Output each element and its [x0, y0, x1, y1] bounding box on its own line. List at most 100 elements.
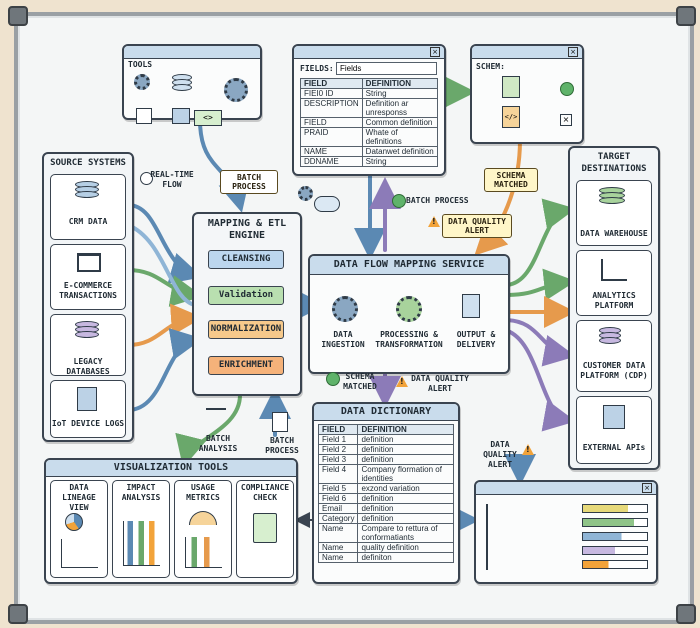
viz-tab-compliance-check[interactable]: COMPLIANCE CHECK — [236, 480, 294, 578]
board-corner — [676, 604, 696, 624]
target-data-warehouse[interactable]: DATA WAREHOUSE — [576, 180, 652, 246]
progress-bar — [582, 560, 648, 569]
data-quality-alert-label: DATA QUALITY ALERT — [411, 374, 469, 393]
fields-input[interactable]: Fields — [336, 62, 437, 75]
visualization-tools-panel: VISUALIZATION TOOLS DATA LINEAGE VIEW IM… — [44, 458, 298, 584]
fields-window-titlebar: × — [294, 46, 444, 59]
source-iot[interactable]: IoT DEVICE LOGS — [50, 380, 126, 438]
batch-process-label: BATCH PROCESS — [265, 436, 299, 455]
source-legacy[interactable]: LEGACY DATABASES — [50, 314, 126, 376]
server-icon[interactable] — [172, 108, 190, 124]
tools-window: TOOLS <> — [122, 44, 262, 126]
code-file-icon[interactable]: </> — [502, 106, 520, 128]
schema-window-titlebar: × — [472, 46, 582, 59]
database-icon — [75, 321, 99, 338]
target-cdp[interactable]: CUSTOMER DATA PLATFORM (CDP) — [576, 320, 652, 392]
target-analytics[interactable]: ANALYTICS PLATFORM — [576, 250, 652, 316]
etl-step-cleansing[interactable]: CLEANSING — [208, 250, 284, 269]
gear-icon[interactable] — [224, 78, 248, 102]
mapping-service-title: DATA FLOW MAPPING SERVICE — [333, 259, 485, 270]
table-cell: FIELD — [300, 117, 363, 128]
warning-icon — [428, 216, 440, 227]
etl-step-enrichment[interactable]: ENRICHMENT — [208, 356, 284, 375]
progress-bar — [582, 546, 648, 555]
database-icon[interactable] — [172, 74, 192, 91]
document-icon[interactable] — [502, 76, 520, 98]
board-corner — [676, 6, 696, 26]
table-cell: definition — [357, 493, 454, 504]
progress-bar — [582, 532, 648, 541]
stage-label: OUTPUT & DELIVERY — [456, 330, 496, 349]
close-icon[interactable]: × — [568, 47, 578, 57]
source-label: LEGACY DATABASES — [66, 357, 110, 376]
clock-icon — [140, 172, 153, 185]
table-cell: FIEI0 ID — [300, 88, 363, 99]
schema-window: × SCHEM: </> × — [470, 44, 584, 144]
gear-icon — [298, 186, 313, 201]
document-icon — [272, 412, 288, 432]
table-cell: definition — [357, 454, 454, 465]
shopping-cart-icon — [77, 253, 101, 272]
progress-bar — [582, 504, 648, 513]
source-crm[interactable]: CRM DATA — [50, 174, 126, 240]
etl-step-validation[interactable]: Validation — [208, 286, 284, 305]
viz-tab-data-lineage[interactable]: DATA LINEAGE VIEW — [50, 480, 108, 578]
close-icon[interactable]: × — [560, 114, 572, 126]
table-header: FIELD — [300, 78, 363, 89]
table-cell: Name — [317, 523, 359, 543]
viz-tab-label: DATA LINEAGE VIEW — [62, 483, 96, 512]
table-cell: Field 6 — [317, 493, 359, 504]
viz-tab-impact-analysis[interactable]: IMPACT ANALYSIS — [112, 480, 170, 578]
table-cell: definiton — [357, 552, 454, 563]
target-label: CUSTOMER DATA PLATFORM (CDP) — [580, 361, 648, 380]
cloud-icon — [314, 196, 340, 212]
table-cell: Category — [317, 513, 359, 524]
close-icon[interactable]: × — [642, 483, 652, 493]
source-systems-panel: SOURCE SYSTEMS CRM DATA E-COMMERCE TRANS… — [42, 152, 134, 442]
document-icon[interactable] — [136, 108, 152, 124]
source-label: CRM DATA — [68, 217, 108, 226]
board-corner — [8, 6, 28, 26]
viz-tab-usage-metrics[interactable]: USAGE METRICS — [174, 480, 232, 578]
table-cell: Definition ar unresponss — [361, 98, 439, 118]
etl-step-normalization[interactable]: NORMALIZATION — [208, 320, 284, 339]
target-external-apis[interactable]: EXTERNAL APIs — [576, 396, 652, 464]
check-icon — [392, 194, 406, 208]
table-cell: Company flormation of identities — [357, 464, 454, 484]
table-cell: Compare to rettura of conformatiants — [357, 523, 454, 543]
data-dictionary-title: DATA DICTIONARY — [340, 406, 432, 417]
line-chart-icon — [61, 539, 98, 568]
code-icon[interactable]: <> — [194, 110, 222, 126]
bar-chart-icon — [185, 537, 222, 568]
table-cell: exzond variation — [357, 483, 454, 494]
gear-icon — [396, 296, 422, 322]
target-label: ANALYTICS PLATFORM — [592, 291, 636, 310]
source-ecommerce[interactable]: E-COMMERCE TRANSACTIONS — [50, 244, 126, 310]
database-icon — [599, 187, 625, 204]
source-label: E-COMMERCE TRANSACTIONS — [59, 281, 117, 300]
close-icon[interactable]: × — [430, 47, 440, 57]
table-cell: PRAID — [300, 127, 363, 147]
table-header: DEFINITION — [357, 424, 454, 435]
real-time-flow-label: REAL-TIME FLOW — [150, 170, 194, 189]
gear-icon[interactable] — [134, 74, 150, 90]
